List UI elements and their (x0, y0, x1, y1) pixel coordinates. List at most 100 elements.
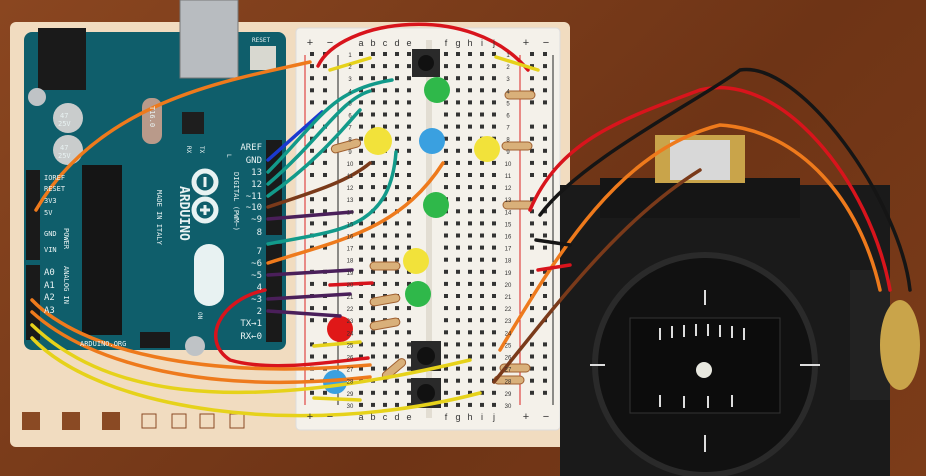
breadboard-hole[interactable] (468, 318, 472, 323)
rail-hole[interactable] (530, 269, 534, 274)
breadboard-hole[interactable] (407, 52, 411, 56)
rail-hole[interactable] (323, 354, 327, 359)
rail-hole[interactable] (543, 160, 547, 165)
rail-hole[interactable] (543, 281, 547, 286)
breadboard-hole[interactable] (444, 342, 448, 347)
breadboard-hole[interactable] (444, 76, 448, 81)
rail-hole[interactable] (323, 64, 327, 69)
breadboard-hole[interactable] (468, 269, 472, 274)
breadboard-hole[interactable] (407, 173, 411, 177)
breadboard-hole[interactable] (444, 306, 448, 311)
breadboard-hole[interactable] (407, 76, 411, 81)
rail-hole[interactable] (530, 100, 534, 105)
breadboard-hole[interactable] (371, 294, 375, 298)
breadboard-hole[interactable] (456, 52, 460, 56)
breadboard-hole[interactable] (492, 318, 496, 323)
breadboard-hole[interactable] (395, 124, 399, 129)
breadboard-hole[interactable] (383, 124, 387, 129)
rail-hole[interactable] (310, 390, 314, 395)
breadboard-hole[interactable] (383, 64, 387, 69)
breadboard-hole[interactable] (480, 64, 484, 69)
breadboard-hole[interactable] (383, 88, 387, 93)
breadboard-hole[interactable] (395, 257, 399, 262)
breadboard-hole[interactable] (371, 64, 375, 69)
rail-hole[interactable] (323, 390, 327, 395)
breadboard-hole[interactable] (407, 318, 411, 323)
breadboard-hole[interactable] (492, 354, 496, 359)
breadboard-hole[interactable] (492, 257, 496, 262)
breadboard-hole[interactable] (359, 185, 363, 190)
breadboard-hole[interactable] (492, 233, 496, 238)
breadboard-hole[interactable] (480, 294, 484, 298)
breadboard-hole[interactable] (383, 209, 387, 214)
rail-hole[interactable] (543, 366, 547, 371)
breadboard-hole[interactable] (383, 160, 387, 165)
rail-hole[interactable] (323, 100, 327, 105)
breadboard-hole[interactable] (468, 76, 472, 81)
breadboard-hole[interactable] (456, 100, 460, 105)
rail-hole[interactable] (310, 354, 314, 359)
breadboard-hole[interactable] (492, 88, 496, 93)
breadboard-hole[interactable] (371, 160, 375, 165)
breadboard-hole[interactable] (492, 197, 496, 202)
breadboard-hole[interactable] (444, 281, 448, 286)
breadboard-hole[interactable] (480, 402, 484, 407)
breadboard-hole[interactable] (492, 342, 496, 347)
breadboard-hole[interactable] (468, 330, 472, 335)
breadboard-hole[interactable] (480, 52, 484, 56)
breadboard-hole[interactable] (395, 197, 399, 202)
breadboard-hole[interactable] (468, 160, 472, 165)
rail-hole[interactable] (323, 221, 327, 226)
breadboard-hole[interactable] (492, 160, 496, 165)
rail-hole[interactable] (543, 100, 547, 105)
breadboard-hole[interactable] (395, 64, 399, 69)
breadboard-hole[interactable] (468, 378, 472, 383)
rail-hole[interactable] (323, 76, 327, 81)
breadboard-hole[interactable] (456, 257, 460, 262)
breadboard-hole[interactable] (395, 173, 399, 177)
breadboard-hole[interactable] (383, 185, 387, 190)
breadboard-hole[interactable] (480, 76, 484, 81)
breadboard-hole[interactable] (492, 281, 496, 286)
breadboard-hole[interactable] (492, 52, 496, 56)
breadboard-hole[interactable] (359, 88, 363, 93)
breadboard-hole[interactable] (395, 390, 399, 395)
breadboard-hole[interactable] (371, 52, 375, 56)
rail-hole[interactable] (543, 88, 547, 93)
rail-hole[interactable] (310, 76, 314, 81)
breadboard-hole[interactable] (407, 390, 411, 395)
breadboard-hole[interactable] (371, 390, 375, 395)
breadboard-hole[interactable] (492, 124, 496, 129)
breadboard-hole[interactable] (383, 173, 387, 177)
rail-hole[interactable] (543, 197, 547, 202)
breadboard-hole[interactable] (444, 124, 448, 129)
breadboard-hole[interactable] (468, 124, 472, 129)
rail-hole[interactable] (323, 136, 327, 141)
rail-hole[interactable] (530, 124, 534, 129)
breadboard-hole[interactable] (480, 197, 484, 202)
breadboard-hole[interactable] (359, 76, 363, 81)
rail-hole[interactable] (310, 318, 314, 323)
breadboard-hole[interactable] (359, 257, 363, 262)
breadboard-hole[interactable] (359, 100, 363, 105)
breadboard-hole[interactable] (468, 402, 472, 407)
breadboard-hole[interactable] (371, 245, 375, 250)
breadboard-hole[interactable] (456, 354, 460, 359)
breadboard-hole[interactable] (480, 257, 484, 262)
breadboard-hole[interactable] (468, 209, 472, 214)
breadboard-hole[interactable] (456, 112, 460, 117)
rail-hole[interactable] (530, 64, 534, 69)
breadboard-hole[interactable] (480, 245, 484, 250)
rail-hole[interactable] (530, 342, 534, 347)
rail-hole[interactable] (530, 88, 534, 93)
breadboard-hole[interactable] (407, 306, 411, 311)
breadboard-hole[interactable] (444, 366, 448, 371)
breadboard-hole[interactable] (395, 354, 399, 359)
breadboard-hole[interactable] (407, 64, 411, 69)
rail-hole[interactable] (543, 342, 547, 347)
breadboard-hole[interactable] (456, 136, 460, 141)
breadboard-hole[interactable] (407, 281, 411, 286)
breadboard-hole[interactable] (407, 354, 411, 359)
breadboard-hole[interactable] (383, 366, 387, 371)
rail-hole[interactable] (543, 173, 547, 177)
